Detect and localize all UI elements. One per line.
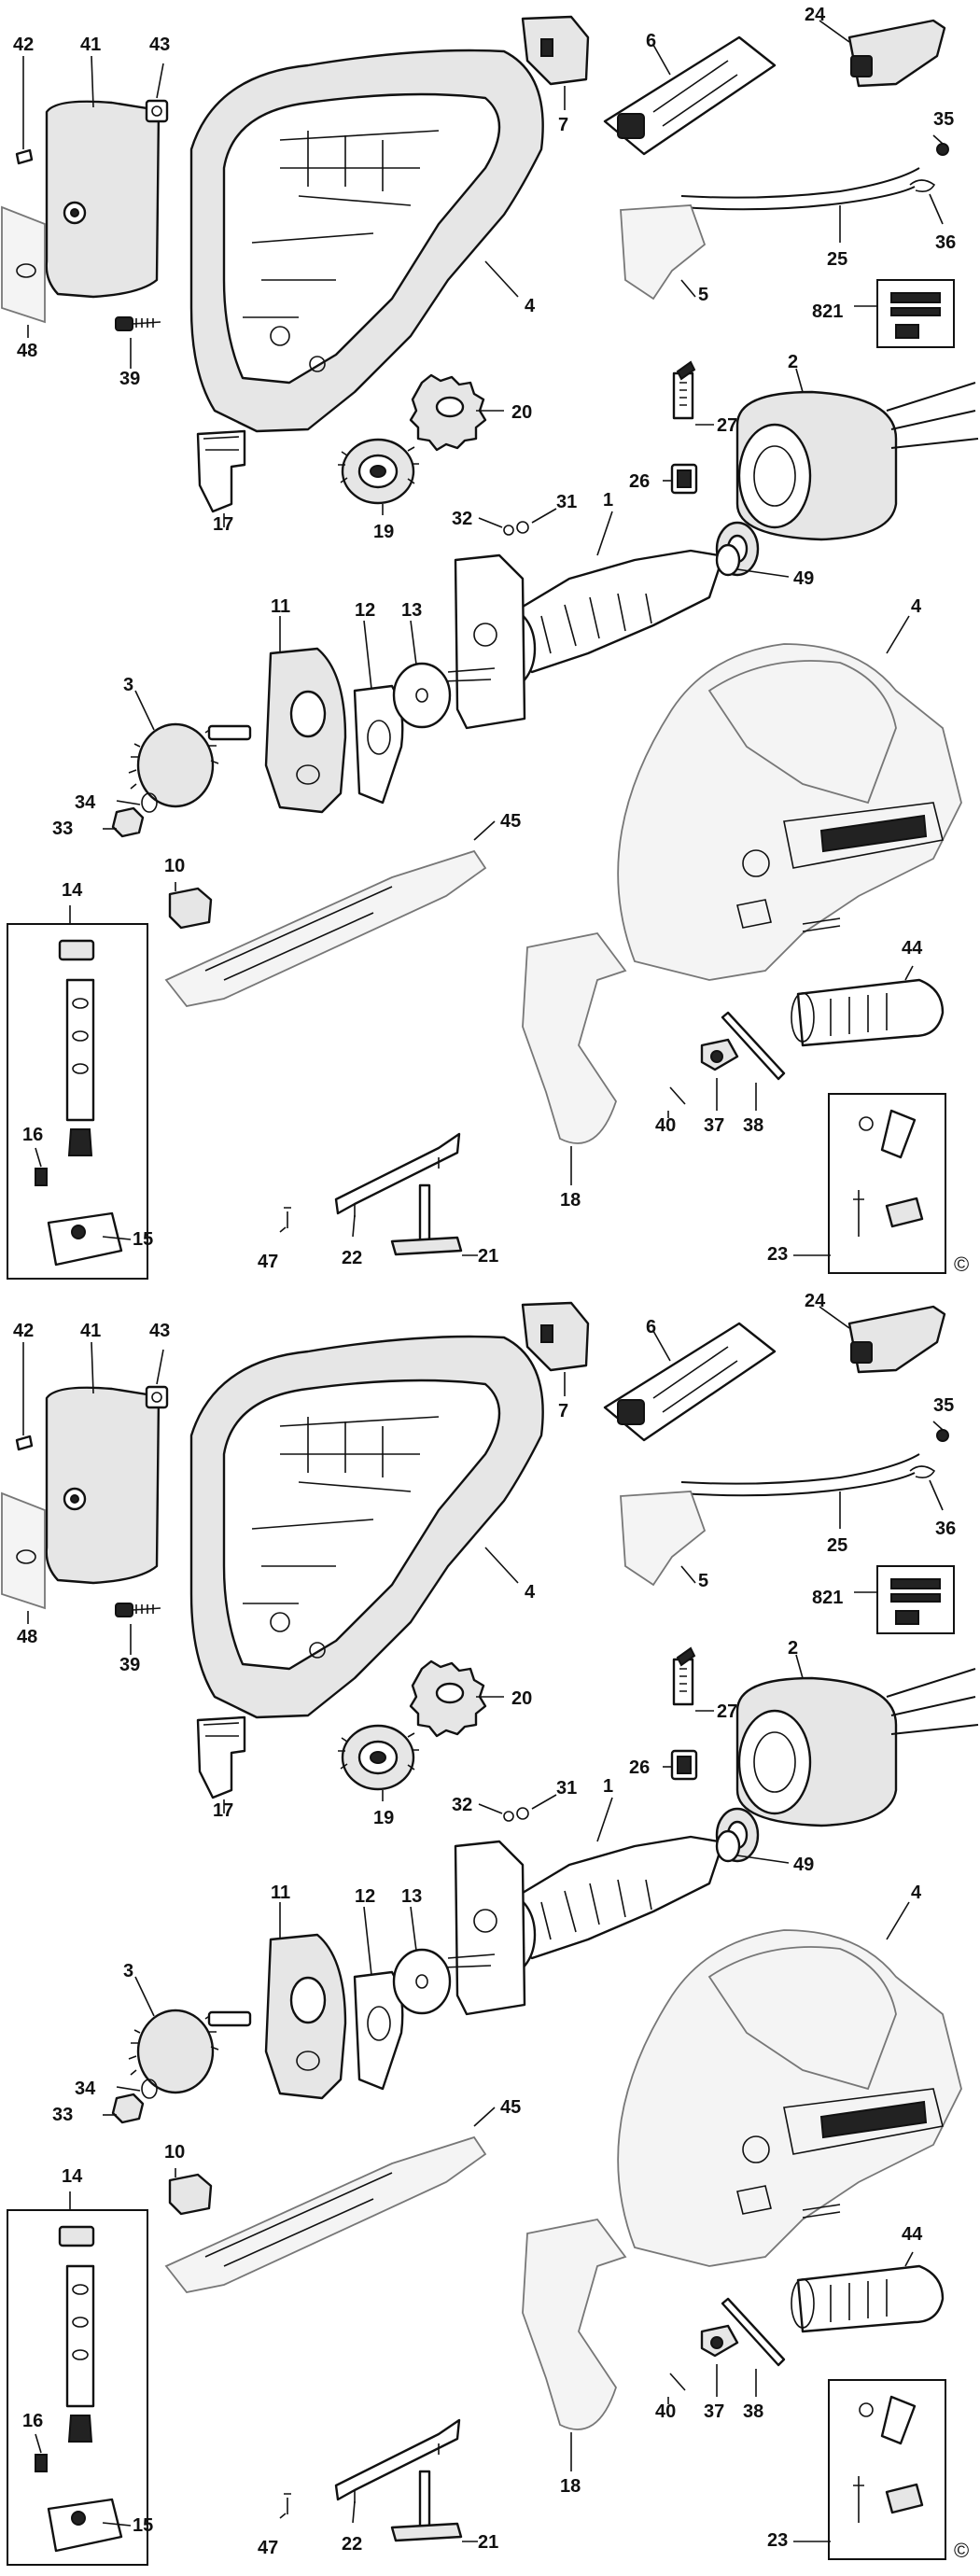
part-label-38: 38 bbox=[743, 1115, 763, 1136]
part-label-13: 13 bbox=[401, 600, 422, 621]
part-label-6: 6 bbox=[646, 31, 656, 51]
part-label-24: 24 bbox=[805, 5, 826, 25]
part-label-821: 821 bbox=[812, 301, 843, 322]
part-label-6: 6 bbox=[646, 1317, 656, 1337]
part-labels-upper: 42 41 43 48 39 17 7 6 24 35 36 25 5 821 … bbox=[13, 5, 969, 1276]
part-label-10: 10 bbox=[164, 856, 185, 876]
part-label-49: 49 bbox=[793, 1855, 814, 1875]
part-label-26: 26 bbox=[629, 1757, 650, 1778]
part-label-19: 19 bbox=[373, 522, 394, 542]
part-label-34: 34 bbox=[75, 2079, 96, 2099]
part-label-20: 20 bbox=[511, 1688, 532, 1709]
part-label-44: 44 bbox=[902, 938, 923, 959]
part-label-25: 25 bbox=[827, 1535, 847, 1556]
part-label-2: 2 bbox=[788, 1638, 798, 1659]
part-label-7: 7 bbox=[558, 115, 568, 135]
part-label-821: 821 bbox=[812, 1588, 843, 1608]
part-label-21: 21 bbox=[478, 2532, 498, 2553]
part-label-36: 36 bbox=[935, 1519, 956, 1539]
part-label-11: 11 bbox=[271, 1883, 290, 1903]
part-label-26: 26 bbox=[629, 471, 650, 492]
part-label-13: 13 bbox=[401, 1886, 422, 1907]
part-label-47: 47 bbox=[258, 1252, 278, 1272]
part-label-23: 23 bbox=[767, 2530, 788, 2551]
part-label-38: 38 bbox=[743, 2401, 763, 2422]
part-label-23: 23 bbox=[767, 1244, 788, 1265]
part-label-5: 5 bbox=[698, 1571, 708, 1591]
part-label-4b: 4 bbox=[911, 596, 922, 617]
part-label-14: 14 bbox=[62, 2166, 83, 2187]
part-label-39: 39 bbox=[119, 1655, 140, 1675]
part-label-37: 37 bbox=[704, 1115, 724, 1136]
part-label-18: 18 bbox=[560, 2476, 581, 2497]
part-label-34: 34 bbox=[75, 792, 96, 813]
part-label-32: 32 bbox=[452, 509, 472, 529]
part-label-37: 37 bbox=[704, 2401, 724, 2422]
part-label-39: 39 bbox=[119, 369, 140, 389]
part-label-4a: 4 bbox=[525, 296, 536, 316]
part-label-43: 43 bbox=[149, 35, 170, 55]
part-label-48: 48 bbox=[17, 341, 37, 361]
part-label-15: 15 bbox=[133, 2515, 153, 2536]
part-label-33: 33 bbox=[52, 819, 73, 839]
part-label-12: 12 bbox=[355, 1886, 375, 1907]
part-label-48: 48 bbox=[17, 1627, 37, 1647]
part-label-7: 7 bbox=[558, 1401, 568, 1421]
part-label-17: 17 bbox=[213, 514, 233, 535]
part-label-35: 35 bbox=[933, 1395, 954, 1416]
part-label-11: 11 bbox=[271, 596, 290, 617]
part-label-2: 2 bbox=[788, 352, 798, 372]
part-label-43: 43 bbox=[149, 1321, 170, 1341]
part-label-27: 27 bbox=[717, 1701, 737, 1722]
part-label-17: 17 bbox=[213, 1800, 233, 1821]
part-label-1: 1 bbox=[603, 1776, 613, 1797]
part-label-16: 16 bbox=[22, 1125, 43, 1145]
part-label-24: 24 bbox=[805, 1291, 826, 1311]
part-label-41: 41 bbox=[80, 1321, 101, 1341]
part-label-42: 42 bbox=[13, 35, 34, 55]
part-label-12: 12 bbox=[355, 600, 375, 621]
part-label-31: 31 bbox=[556, 492, 577, 512]
diagram-panel-lower bbox=[0, 1301, 980, 2567]
part-label-47: 47 bbox=[258, 2538, 278, 2558]
part-label-19: 19 bbox=[373, 1808, 394, 1828]
part-label-32: 32 bbox=[452, 1795, 472, 1815]
part-label-10: 10 bbox=[164, 2142, 185, 2163]
part-label-35: 35 bbox=[933, 109, 954, 130]
part-labels-lower: 42 41 43 48 39 17 7 6 24 35 36 25 5 821 … bbox=[13, 1291, 969, 2562]
copyright-mark: © bbox=[954, 2539, 969, 2562]
part-label-18: 18 bbox=[560, 1190, 581, 1211]
part-label-49: 49 bbox=[793, 568, 814, 589]
part-label-27: 27 bbox=[717, 415, 737, 436]
part-label-44: 44 bbox=[902, 2224, 923, 2245]
part-label-16: 16 bbox=[22, 2411, 43, 2431]
part-label-42: 42 bbox=[13, 1321, 34, 1341]
part-label-14: 14 bbox=[62, 880, 83, 901]
part-label-31: 31 bbox=[556, 1778, 577, 1799]
part-label-3: 3 bbox=[123, 675, 133, 695]
part-label-41: 41 bbox=[80, 35, 101, 55]
part-label-45: 45 bbox=[500, 2097, 521, 2118]
part-label-20: 20 bbox=[511, 402, 532, 423]
part-label-21: 21 bbox=[478, 1246, 498, 1267]
part-label-40: 40 bbox=[655, 2401, 676, 2422]
part-label-33: 33 bbox=[52, 2105, 73, 2125]
part-label-1: 1 bbox=[603, 490, 613, 511]
part-label-15: 15 bbox=[133, 1229, 153, 1250]
part-label-45: 45 bbox=[500, 811, 521, 832]
part-label-40: 40 bbox=[655, 1115, 676, 1136]
copyright-mark: © bbox=[954, 1253, 969, 1276]
part-label-5: 5 bbox=[698, 285, 708, 305]
part-label-4a: 4 bbox=[525, 1582, 536, 1603]
part-label-25: 25 bbox=[827, 249, 847, 270]
part-label-22: 22 bbox=[342, 1248, 362, 1268]
diagram-panel-upper bbox=[0, 15, 980, 1281]
part-label-4b: 4 bbox=[911, 1883, 922, 1903]
part-label-36: 36 bbox=[935, 232, 956, 253]
part-label-3: 3 bbox=[123, 1961, 133, 1981]
part-label-22: 22 bbox=[342, 2534, 362, 2555]
